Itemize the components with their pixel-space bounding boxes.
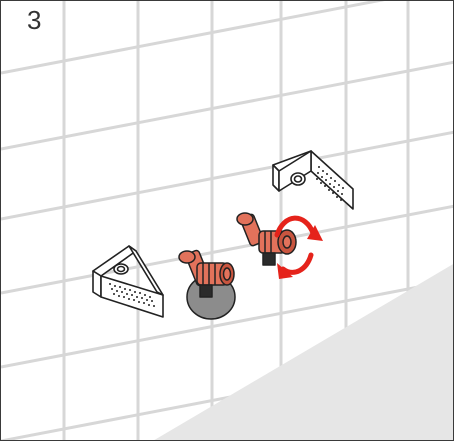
- floor-area: [154, 264, 453, 440]
- right-mounting-bracket: [272, 150, 354, 210]
- right-bracket-grille: [316, 166, 344, 201]
- rotate-clockwise-icon: [274, 215, 323, 279]
- left-shower-arm-fitting: [178, 249, 236, 320]
- left-bracket-grille: [109, 283, 155, 307]
- step-number: 3: [27, 5, 42, 35]
- left-mounting-bracket: [92, 245, 164, 318]
